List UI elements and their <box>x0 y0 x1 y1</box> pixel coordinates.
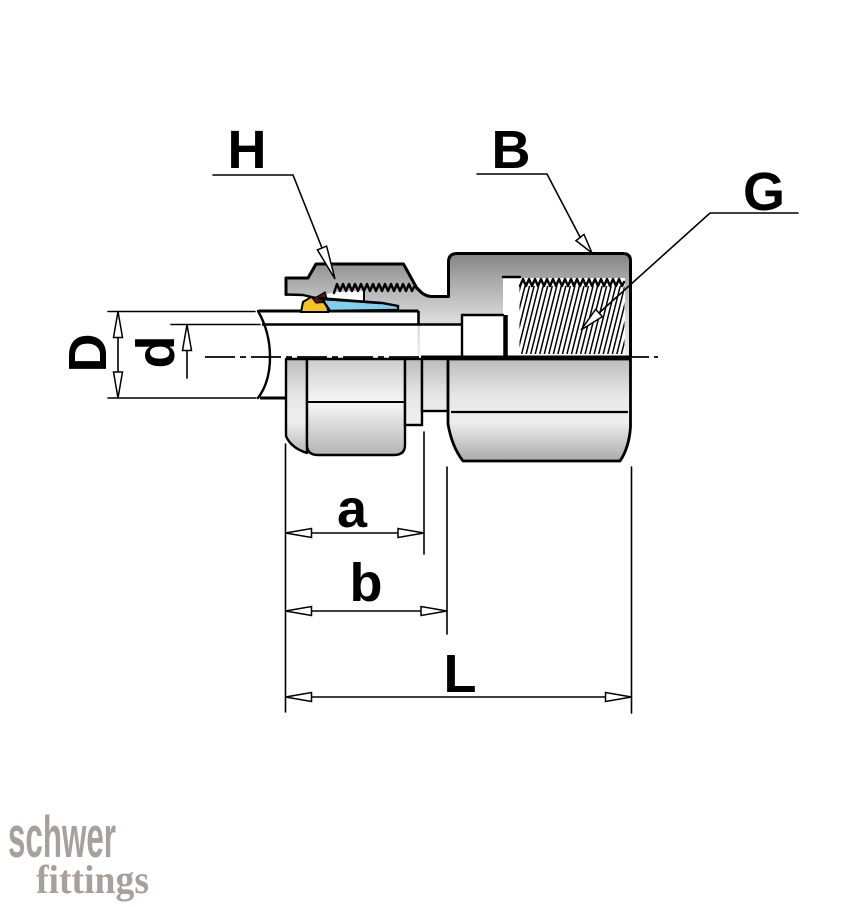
arrow-left-icon <box>285 605 313 617</box>
leader-H: H <box>212 120 336 280</box>
dim-label-b: b <box>350 553 383 613</box>
brand-logo: schwer fittings <box>8 805 149 902</box>
dimension-D: D <box>58 310 257 399</box>
nut-hex-view <box>284 357 424 457</box>
dimension-a: a <box>284 479 425 539</box>
dimension-d: d <box>126 323 261 379</box>
leader-G: G <box>580 162 799 331</box>
arrow-up-icon <box>112 311 124 339</box>
nut-collar <box>403 357 424 427</box>
dim-label-D: D <box>58 334 118 373</box>
part-label-nut: H <box>228 120 267 180</box>
fitting-body-section <box>365 252 632 359</box>
dim-label-L: L <box>444 644 477 704</box>
arrow-right-icon <box>420 605 448 617</box>
part-label-body: B <box>492 120 531 180</box>
arrow-up-icon <box>181 324 193 352</box>
female-thread-hatch <box>518 277 626 357</box>
leader-arrow-icon <box>580 308 604 331</box>
body-hex-view <box>420 357 632 463</box>
dim-label-d: d <box>126 336 186 369</box>
dimension-L: L <box>284 644 633 704</box>
leader-arrow-icon <box>574 233 593 254</box>
arrow-left-icon <box>285 691 313 703</box>
arrow-right-icon <box>604 691 632 703</box>
logo-suffix-text: fittings <box>36 857 149 902</box>
part-label-thread: G <box>743 162 785 222</box>
cutting-ring-assembly <box>299 290 400 313</box>
thread-crest-line <box>518 277 626 288</box>
body-waist <box>420 357 450 413</box>
leader-arrow-icon <box>316 245 336 280</box>
arrow-left-icon <box>285 527 313 539</box>
dim-label-a: a <box>337 479 368 539</box>
arrow-down-icon <box>112 371 124 399</box>
nut-thread-zigzag <box>332 282 419 295</box>
arrow-right-icon <box>397 527 425 539</box>
logo-brand-text: schwer <box>8 805 116 870</box>
dimension-b: b <box>284 553 448 617</box>
leader-B: B <box>476 120 593 254</box>
